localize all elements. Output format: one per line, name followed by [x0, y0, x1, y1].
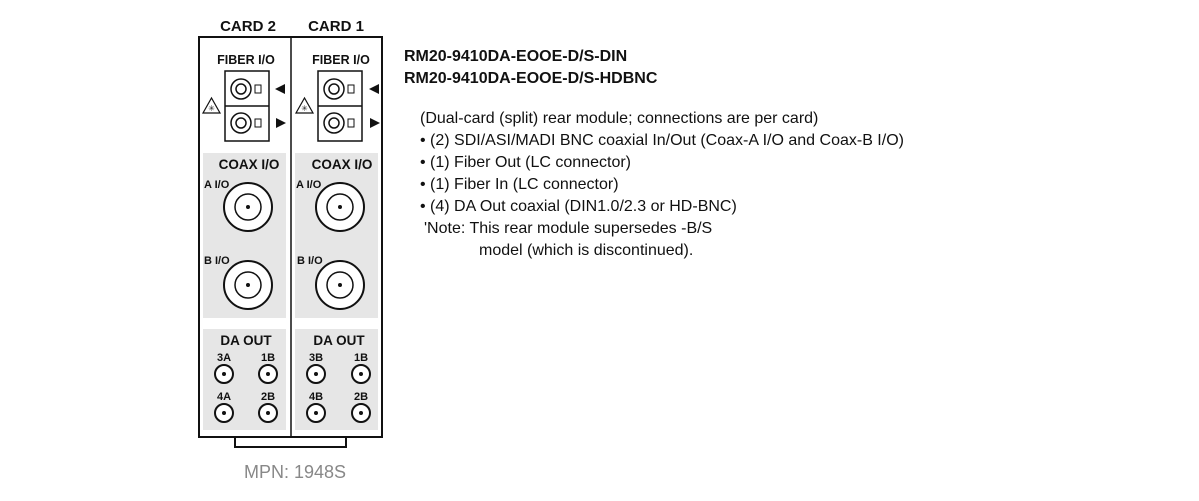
card2-fiber-label: FIBER I/O — [217, 53, 275, 67]
card2-laser-warning-icon — [201, 96, 222, 114]
mpn-label: MPN: 1948S — [244, 462, 346, 482]
card2-fiber-connector[interactable] — [224, 70, 270, 142]
card1-da-port-label-4b: 4B — [309, 391, 323, 403]
card2-da-port-3a[interactable] — [214, 364, 234, 384]
card1-fiber-label: FIBER I/O — [312, 53, 370, 67]
card1-coax-a-connector[interactable] — [315, 182, 365, 232]
card2-da-label: DA OUT — [220, 333, 272, 348]
card2: FIBER I/O ✳ COAX I/O A I/O B I/O — [201, 53, 286, 430]
spec-line: • (1) Fiber In (LC connector) — [420, 176, 619, 193]
card1-fiber-in-arrow-icon — [370, 118, 380, 128]
card1-coax-b-label: B I/O — [297, 255, 323, 267]
card2-heading: CARD 2 — [220, 18, 276, 35]
card1-da-port-2b[interactable] — [351, 403, 371, 423]
card1-da-port-label-1b: 1B — [354, 352, 368, 364]
card2-da-port-2b[interactable] — [258, 403, 278, 423]
card2-da-port-label-3a: 3A — [217, 352, 231, 364]
model-number-hdbnc: RM20-9410DA-EOOE-D/S-HDBNC — [404, 70, 658, 87]
card1-da-label: DA OUT — [313, 333, 365, 348]
card2-da-port-4a[interactable] — [214, 403, 234, 423]
card1: FIBER I/O ✳ COAX I/O A I/O B I/O — [294, 53, 380, 430]
card2-fiber-in-arrow-icon — [276, 118, 286, 128]
card1-fiber-out-arrow-icon — [369, 84, 379, 94]
card2-coax-b-label: B I/O — [204, 255, 230, 267]
card2-da-port-1b[interactable] — [258, 364, 278, 384]
card2-fiber-out-arrow-icon — [275, 84, 285, 94]
card2-coax-label: COAX I/O — [219, 157, 280, 172]
card1-coax-label: COAX I/O — [312, 157, 373, 172]
card1-da-port-4b[interactable] — [306, 403, 326, 423]
card1-da-port-label-2b: 2B — [354, 391, 368, 403]
card2-da-port-label-1b: 1B — [261, 352, 275, 364]
card1-da-port-label-3b: 3B — [309, 352, 323, 364]
card1-coax-b-connector[interactable] — [315, 260, 365, 310]
card1-laser-warning-glyph: ✳ — [301, 104, 308, 113]
spec-line: • (2) SDI/ASI/MADI BNC coaxial In/Out (C… — [420, 132, 904, 149]
card1-da-port-1b[interactable] — [351, 364, 371, 384]
module-spec: RM20-9410DA-EOOE-D/S-DIN RM20-9410DA-EOO… — [404, 46, 1194, 262]
card2-coax-b-connector[interactable] — [223, 260, 273, 310]
model-number-din: RM20-9410DA-EOOE-D/S-DIN — [404, 48, 628, 65]
note-line-2: model (which is discontinued). — [479, 242, 694, 259]
spec-line: (Dual-card (split) rear module; connecti… — [420, 110, 819, 127]
card2-da-port-label-4a: 4A — [217, 391, 231, 403]
rear-module-diagram: CARD 2 CARD 1 FIBER I/O ✳ COAX I/O A I/O — [198, 18, 383, 482]
spec-line: • (4) DA Out coaxial (DIN1.0/2.3 or HD-B… — [420, 198, 737, 215]
card2-da-port-label-2b: 2B — [261, 391, 275, 403]
card2-laser-warning-glyph: ✳ — [208, 104, 215, 113]
module-tab — [234, 437, 347, 448]
card1-da-port-3b[interactable] — [306, 364, 326, 384]
card2-coax-a-connector[interactable] — [223, 182, 273, 232]
card2-coax-a-label: A I/O — [204, 179, 230, 191]
card1-laser-warning-icon — [294, 96, 315, 114]
spec-line: • (1) Fiber Out (LC connector) — [420, 154, 631, 171]
note-line-1: 'Note: This rear module supersedes -B/S — [424, 220, 713, 237]
spec-description: (Dual-card (split) rear module; connecti… — [420, 108, 1194, 218]
spec-note: 'Note: This rear module supersedes -B/S … — [424, 218, 1194, 262]
card1-fiber-connector[interactable] — [317, 70, 363, 142]
card1-heading: CARD 1 — [308, 18, 364, 35]
card1-coax-a-label: A I/O — [296, 179, 322, 191]
